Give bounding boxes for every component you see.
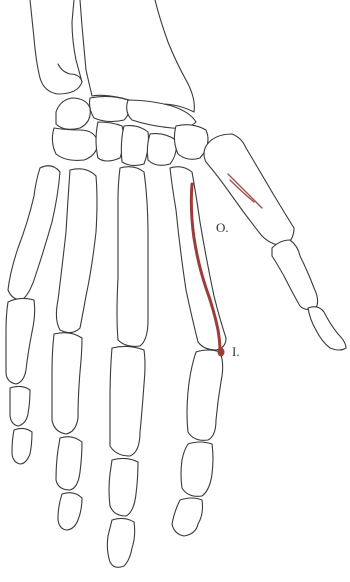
index-distal-phalanx — [172, 498, 203, 536]
ring-finger — [52, 169, 97, 530]
carpal-lunate — [90, 96, 130, 121]
carpal-triquetrum — [52, 128, 98, 160]
insertion-label: I. — [232, 344, 240, 359]
middle-proximal-phalanx — [110, 346, 145, 456]
thumb — [204, 134, 346, 350]
thumb-proximal-phalanx — [272, 240, 318, 310]
index-proximal-phalanx — [187, 350, 223, 440]
carpal-hamate — [96, 122, 124, 161]
little-proximal-phalanx — [6, 298, 35, 384]
carpal-trapezium — [174, 125, 208, 160]
ulna-bone — [30, 0, 82, 94]
carpal-capitate — [121, 126, 148, 166]
middle-middle-phalanx — [109, 458, 138, 516]
forearm — [30, 0, 194, 112]
ring-metacarpal — [56, 169, 97, 333]
ring-middle-phalanx — [56, 437, 82, 490]
ring-distal-phalanx — [58, 493, 82, 530]
little-middle-phalanx — [10, 386, 30, 426]
little-distal-phalanx — [12, 428, 32, 464]
middle-metacarpal — [117, 167, 148, 347]
thumb-distal-phalanx — [308, 307, 346, 350]
insertion-marker — [218, 348, 225, 357]
carpal-pisiform — [56, 98, 90, 129]
ring-proximal-phalanx — [52, 333, 82, 434]
little-metacarpal — [8, 166, 60, 300]
index-middle-phalanx — [181, 442, 213, 496]
middle-distal-phalanx — [107, 518, 134, 567]
middle-finger — [107, 167, 148, 568]
carpal-trapezoid — [147, 134, 176, 166]
origin-label: O. — [216, 220, 229, 235]
radius-bone — [80, 0, 194, 112]
